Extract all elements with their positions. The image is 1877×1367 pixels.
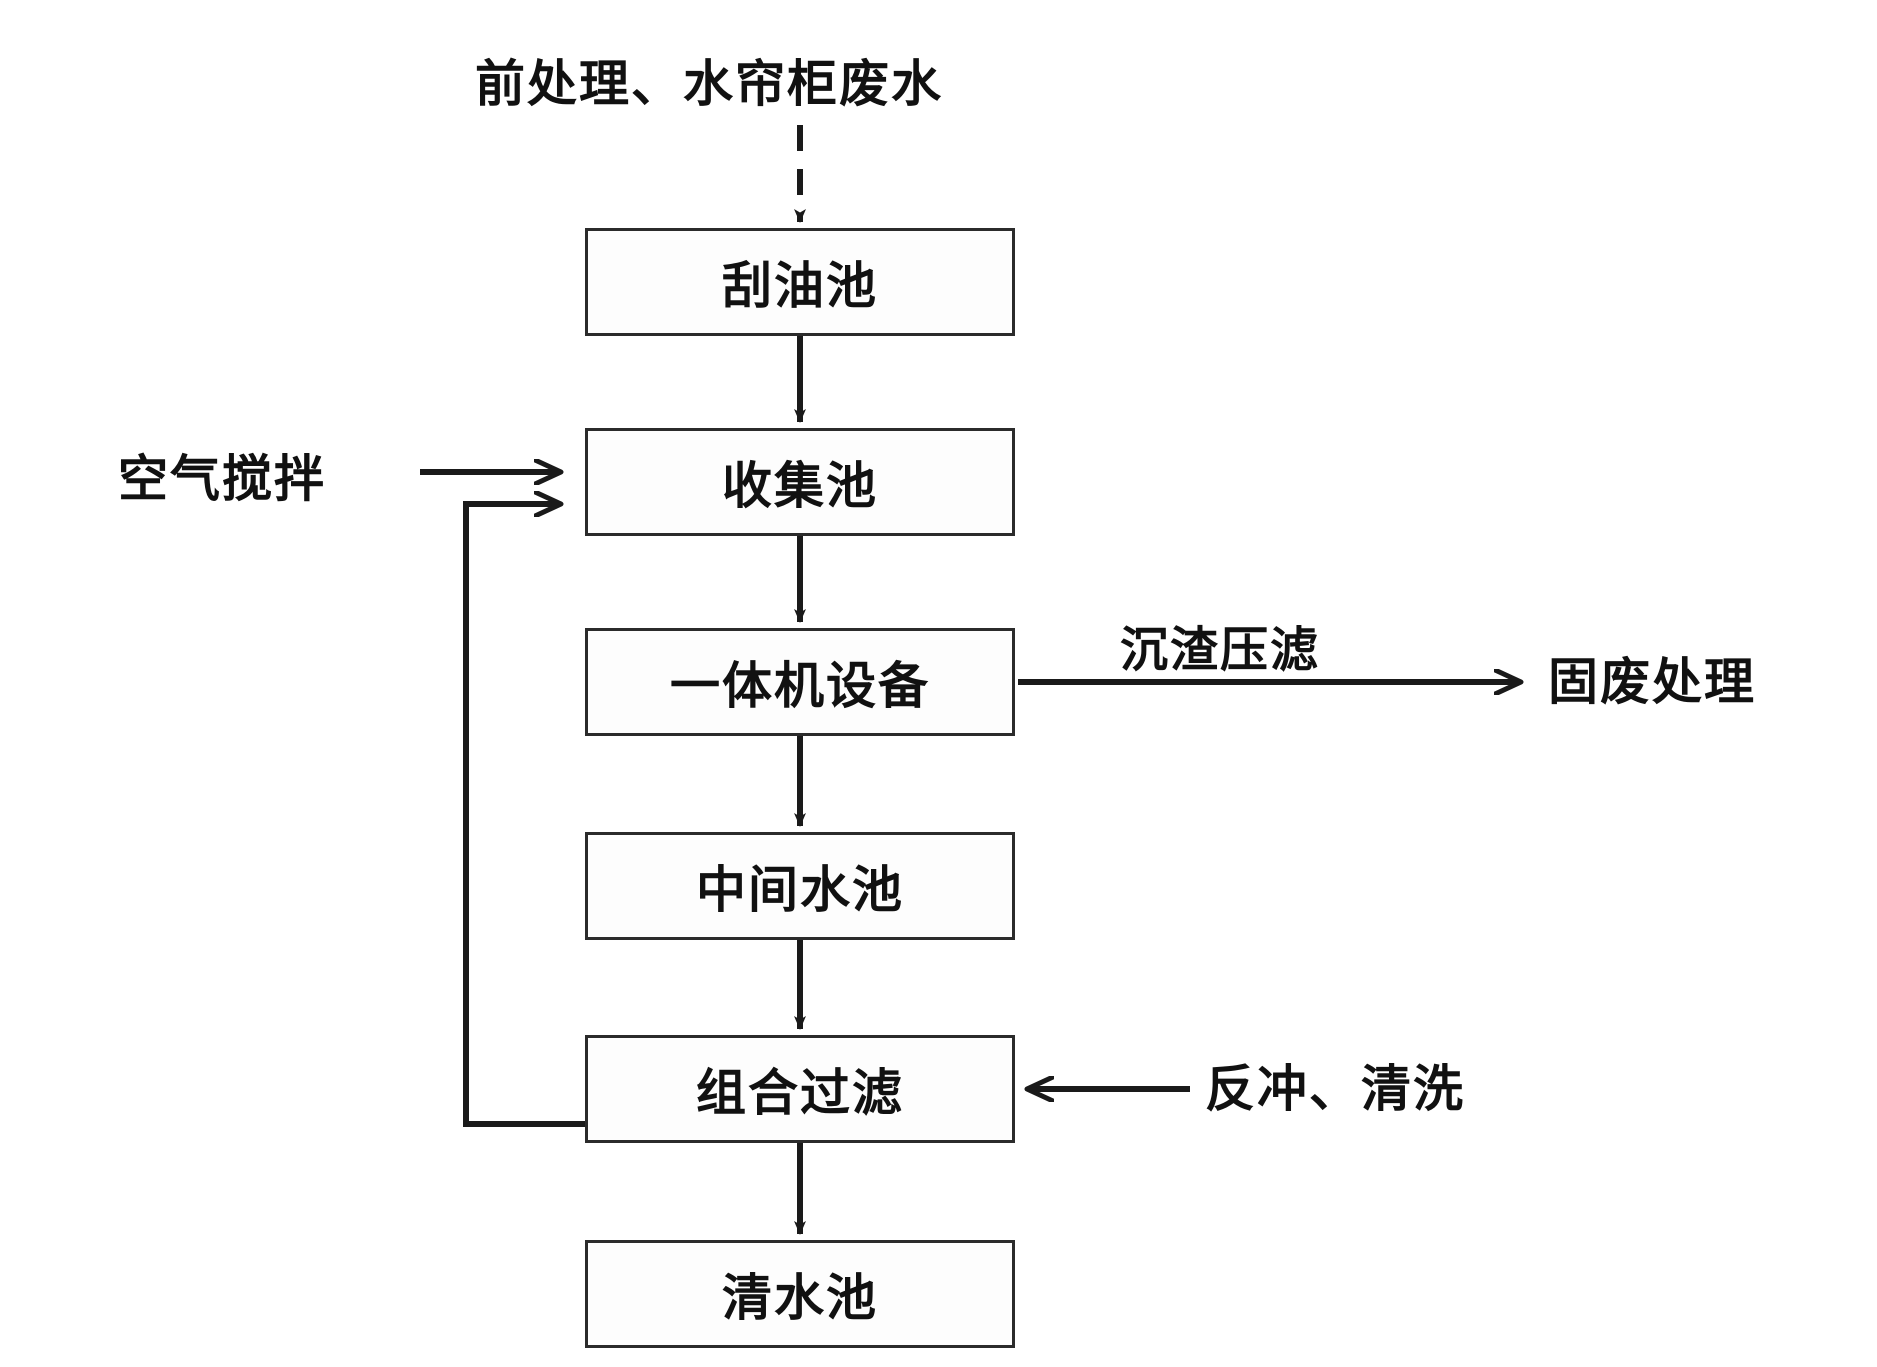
label-air-agitation: 空气搅拌 <box>118 442 326 508</box>
label-backwash-cleaning: 反冲、清洗 <box>1205 1052 1465 1118</box>
node-combined-filtration-label: 组合过滤 <box>696 1064 904 1122</box>
node-clear-water-tank-label: 清水池 <box>722 1269 878 1327</box>
node-intermediate-tank-label: 中间水池 <box>696 861 904 919</box>
label-solid-waste-treatment-text: 固废处理 <box>1548 653 1756 711</box>
node-collection-tank-label: 收集池 <box>722 457 878 515</box>
node-clear-water-tank[interactable]: 清水池 <box>585 1240 1015 1348</box>
node-integrated-equipment[interactable]: 一体机设备 <box>585 628 1015 736</box>
source-label-text: 前处理、水帘柜废水 <box>475 55 943 113</box>
edge-label-sludge-press-filtration-text: 沉渣压滤 <box>1120 622 1321 678</box>
node-intermediate-tank[interactable]: 中间水池 <box>585 832 1015 940</box>
label-air-agitation-text: 空气搅拌 <box>118 450 326 508</box>
label-backwash-cleaning-text: 反冲、清洗 <box>1205 1060 1465 1118</box>
node-integrated-equipment-label: 一体机设备 <box>670 657 930 715</box>
node-oil-scraping-tank-label: 刮油池 <box>722 257 878 315</box>
node-collection-tank[interactable]: 收集池 <box>585 428 1015 536</box>
source-label: 前处理、水帘柜废水 <box>475 45 941 115</box>
node-oil-scraping-tank[interactable]: 刮油池 <box>585 228 1015 336</box>
edge-filter-recycle-to-collect <box>463 504 585 1127</box>
edge-label-sludge-press-filtration: 沉渣压滤 <box>1120 610 1320 680</box>
node-combined-filtration[interactable]: 组合过滤 <box>585 1035 1015 1143</box>
label-solid-waste-treatment: 固废处理 <box>1548 645 1756 711</box>
